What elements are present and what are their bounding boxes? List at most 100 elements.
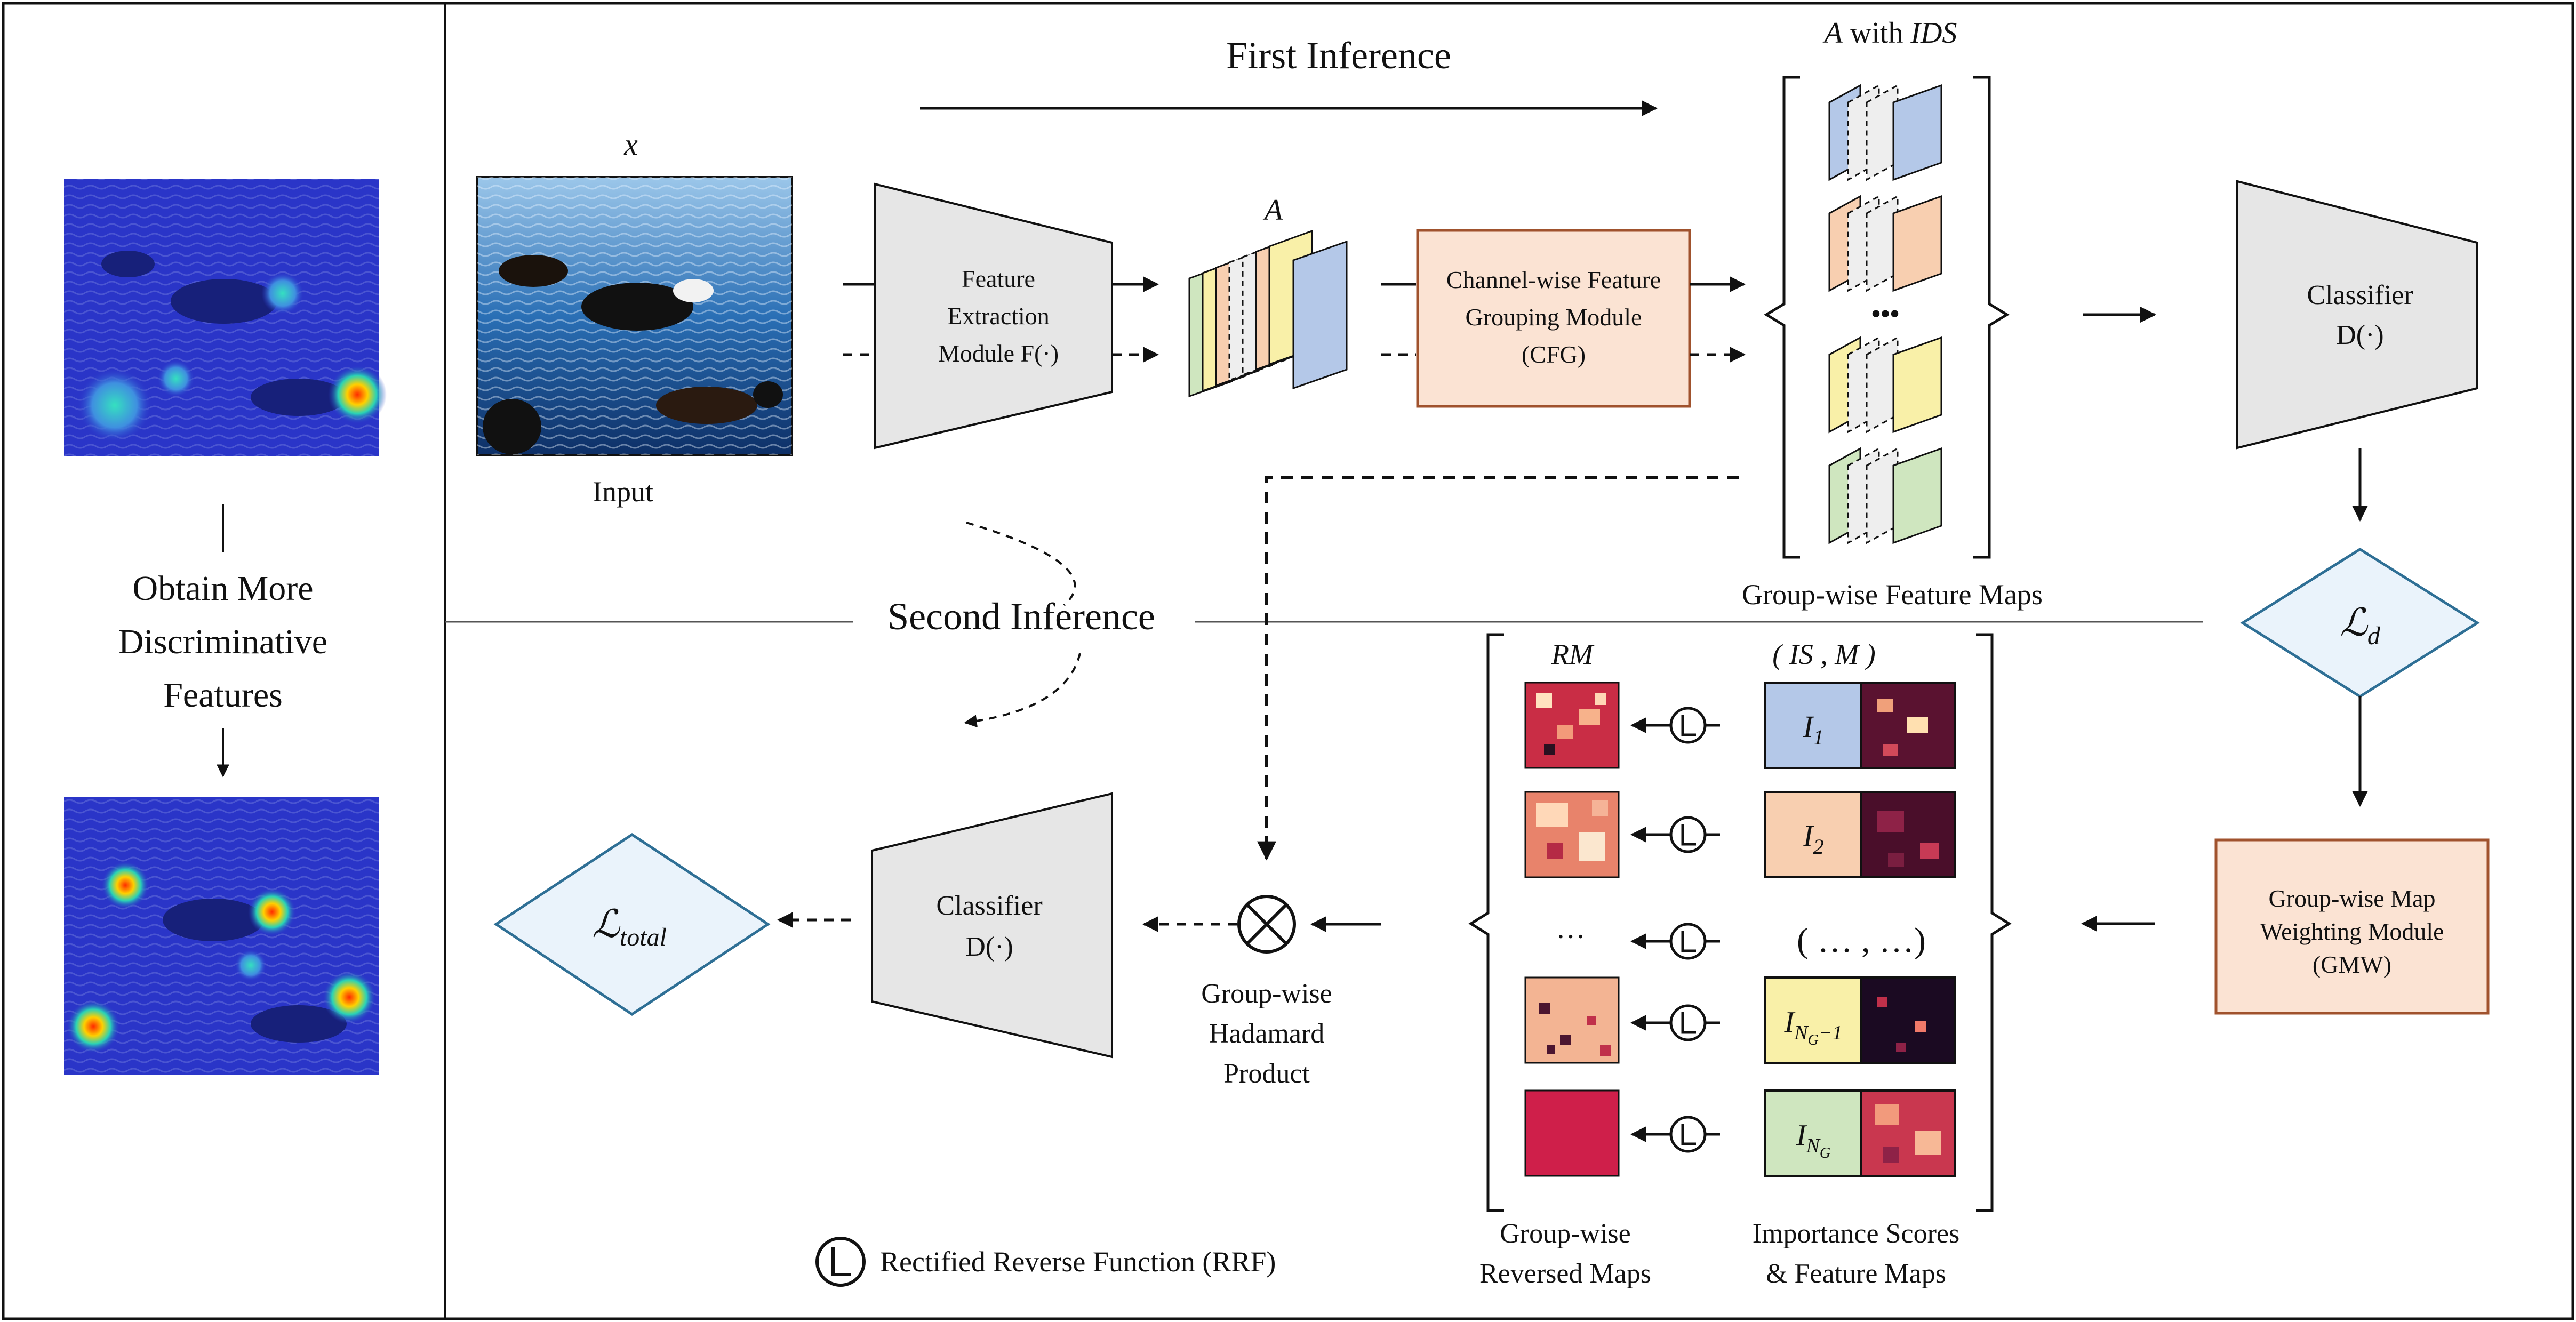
group-stack-orange	[1828, 195, 1942, 292]
rrf-icon-4	[1630, 1004, 1720, 1041]
cfg-line2: Grouping Module	[1466, 303, 1642, 331]
gmw-module: Group-wise Map Weighting Module (GMW)	[2214, 838, 2490, 1015]
fe-line1: Feature	[962, 265, 1035, 292]
rm-map-3	[1524, 976, 1620, 1064]
group-bracket-left	[1764, 76, 1800, 559]
reversed-label-line1: Group-wise	[1500, 1219, 1631, 1249]
cycle-arrow-top	[966, 522, 1076, 606]
is-label-3-main: I	[1784, 1006, 1796, 1039]
svg-text:ING: ING	[1796, 1119, 1830, 1161]
cfg-line1: Channel-wise Feature	[1446, 266, 1661, 293]
is-pair-4: ING	[1764, 1089, 1956, 1177]
is-label-2-sub: 2	[1813, 835, 1824, 859]
cycle-arrow-bottom	[964, 653, 1081, 728]
group-stack-green	[1828, 447, 1942, 544]
group-title-ids: IDS	[1910, 17, 1957, 50]
loss-d-sub: d	[2367, 622, 2381, 650]
rrf-icon-1	[1630, 707, 1720, 744]
group-stack-blue	[1828, 84, 1942, 181]
svg-text:ℒd: ℒd	[2340, 602, 2381, 650]
is-m-title: ( IS , M )	[1772, 638, 1875, 670]
hadamard-line1: Group-wise	[1201, 979, 1332, 1009]
left-caption-line3: Features	[163, 676, 283, 715]
input-symbol: x	[623, 127, 638, 162]
classifier-first-line1: Classifier	[2307, 280, 2413, 310]
fe-line3: Module F(·)	[938, 340, 1059, 367]
group-ellipsis: •••	[1871, 299, 1900, 329]
gmw-line3: (GMW)	[2313, 951, 2391, 978]
svg-text:I2: I2	[1802, 819, 1823, 859]
group-stacks	[1828, 84, 1942, 544]
svg-text:ℒtotal: ℒtotal	[592, 903, 667, 951]
importance-caption-line2: & Feature Maps	[1766, 1259, 1946, 1289]
gmw-line2: Weighting Module	[2260, 918, 2444, 945]
rrf-icon-3	[1630, 923, 1720, 960]
cfg-line3: (CFG)	[1522, 341, 1586, 368]
fe-line2: Extraction	[947, 302, 1050, 330]
hadamard-product-icon	[1237, 895, 1296, 954]
reversed-label-line2: Reversed Maps	[1479, 1259, 1651, 1289]
classifier-second-line1: Classifier	[936, 891, 1042, 921]
group-title-var: A	[1822, 17, 1843, 50]
classifier-first: Classifier D(·)	[2236, 180, 2478, 450]
is-label-1-sub: 1	[1813, 725, 1824, 749]
is-label-3-tail: −1	[1819, 1022, 1843, 1044]
loss-total-sub: total	[620, 923, 667, 951]
rrf-icon-5	[1630, 1116, 1720, 1153]
is-label-2-main: I	[1802, 819, 1814, 853]
loss-d-symbol: ℒ	[2340, 602, 2369, 644]
group-bracket-right	[1973, 76, 2010, 559]
svg-text:ING−1: ING−1	[1784, 1006, 1843, 1048]
rm-map-2	[1524, 791, 1620, 878]
feature-extraction-module: Feature Extraction Module F(·)	[874, 182, 1113, 450]
loss-total: ℒtotal	[493, 833, 771, 1016]
is-label-4-subsub: G	[1820, 1145, 1830, 1161]
is-label-4-main: I	[1796, 1119, 1807, 1152]
svg-text:A with IDS: A with IDS	[1822, 17, 1957, 50]
second-inference-title: Second Inference	[887, 595, 1155, 638]
rm-bracket-left	[1468, 633, 1504, 1212]
rrf-legend-icon	[815, 1237, 866, 1287]
classifier-second-line2: D(·)	[965, 932, 1013, 962]
feature-symbol: A	[1262, 194, 1283, 227]
gmw-line1: Group-wise Map	[2269, 885, 2436, 912]
hadamard-line3: Product	[1223, 1059, 1310, 1089]
rm-ellipsis: ···	[1556, 920, 1586, 954]
classifier-second: Classifier D(·)	[871, 792, 1113, 1059]
rrf-column	[1630, 707, 1720, 1153]
group-stack-yellow	[1828, 336, 1942, 434]
feature-reuse-arrow	[1257, 476, 1739, 861]
is-label-3-sub: N	[1794, 1022, 1809, 1044]
is-label-4-sub: N	[1806, 1135, 1821, 1157]
svg-text:I1: I1	[1802, 709, 1823, 749]
is-label-3-subsub: G	[1808, 1032, 1819, 1048]
input-image	[476, 176, 793, 456]
first-inference-title: First Inference	[1226, 34, 1451, 77]
is-pair-1: I1	[1764, 682, 1956, 769]
is-label-1-main: I	[1802, 709, 1814, 744]
rrf-legend-text: Rectified Reverse Function (RRF)	[880, 1246, 1276, 1278]
hadamard-line2: Hadamard	[1209, 1019, 1325, 1049]
rrf-legend: Rectified Reverse Function (RRF)	[815, 1237, 1276, 1287]
rrf-icon-2	[1630, 816, 1720, 853]
rm-bracket-right	[1976, 633, 2012, 1212]
cfg-module: Channel-wise Feature Grouping Module (CF…	[1416, 229, 1691, 408]
rm-map-1	[1524, 682, 1620, 769]
group-title-with: with	[1843, 17, 1911, 50]
left-caption-line2: Discriminative	[118, 622, 327, 661]
heatmap-before	[64, 179, 387, 456]
input-label: Input	[593, 476, 653, 508]
feature-stack-A	[1188, 229, 1348, 398]
left-caption-line1: Obtain More	[132, 569, 313, 608]
loss-d: ℒd	[2240, 548, 2480, 698]
group-label: Group-wise Feature Maps	[1742, 579, 2043, 611]
heatmap-after	[64, 797, 379, 1075]
group-title: A with IDS	[1822, 17, 1957, 50]
importance-caption-line1: Importance Scores	[1753, 1219, 1959, 1249]
is-pair-2: I2	[1764, 791, 1956, 878]
classifier-first-line2: D(·)	[2336, 320, 2384, 350]
is-pair-3: ING−1	[1764, 976, 1956, 1064]
loss-total-symbol: ℒ	[592, 903, 621, 946]
